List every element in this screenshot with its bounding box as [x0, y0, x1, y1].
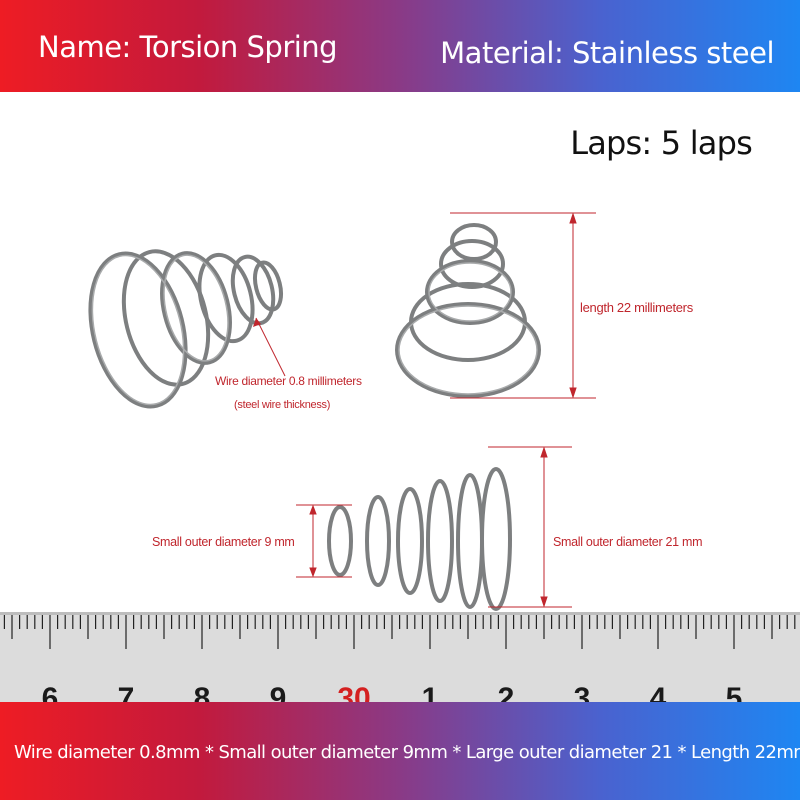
wire-diameter-arrowhead: [253, 318, 261, 327]
small-diameter-dimension: [296, 504, 352, 578]
wire-thickness-annotation: (steel wire thickness): [234, 399, 331, 411]
length-dimension: [450, 212, 596, 399]
wire-diameter-pointer: [255, 317, 286, 377]
bottom-banner: Wire diameter 0.8mm * Small outer diamet…: [0, 702, 800, 800]
material-label: Material: Stainless steel: [440, 36, 774, 70]
length-annotation: length 22 millimeters: [580, 300, 693, 315]
spring-side-view: [88, 249, 284, 409]
wire-diameter-annotation: Wire diameter 0.8 millimeters: [215, 374, 362, 388]
large-diameter-dimension: [488, 446, 572, 608]
spring-side-view-highlight: [91, 254, 229, 406]
spring-cone-view-highlight: [398, 262, 538, 395]
large-outer-diameter-annotation: Small outer diameter 21 mm: [553, 535, 703, 549]
laps-label: Laps: 5 laps: [570, 124, 753, 162]
small-outer-diameter-annotation: Small outer diameter 9 mm: [152, 535, 295, 549]
spec-summary: Wire diameter 0.8mm * Small outer diamet…: [14, 742, 800, 763]
spring-cone-view: [395, 223, 541, 398]
top-banner: Name: Torsion Spring Material: Stainless…: [0, 0, 800, 92]
ruler-ticks: [3, 615, 796, 649]
product-name-label: Name: Torsion Spring: [38, 30, 338, 64]
ruler-top-edge: [0, 612, 800, 615]
spring-horizontal-view: [327, 467, 512, 611]
